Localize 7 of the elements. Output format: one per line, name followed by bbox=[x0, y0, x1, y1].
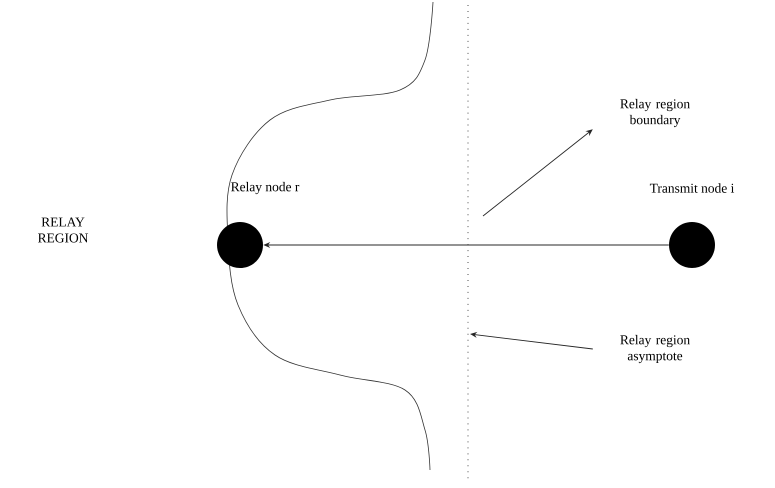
node-circle bbox=[669, 222, 715, 268]
text-label: Relay region asymptote bbox=[620, 334, 690, 364]
region-label: RELAY REGION bbox=[38, 218, 88, 242]
text-label: Relay region boundary bbox=[620, 98, 690, 128]
node-label: Relay node r bbox=[231, 182, 300, 194]
node-circle bbox=[217, 222, 263, 268]
node-label: Transmit node i bbox=[650, 183, 734, 193]
